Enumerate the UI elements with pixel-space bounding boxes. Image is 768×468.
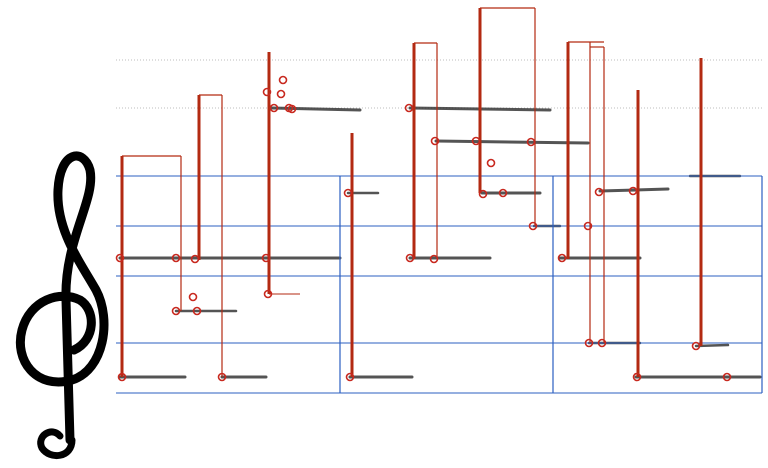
pitch-trace [270, 106, 362, 112]
pitch-trace [434, 139, 590, 145]
notehead [628, 186, 638, 196]
notehead [115, 253, 125, 263]
notehead [190, 254, 200, 264]
notehead [583, 221, 593, 231]
staff [116, 175, 762, 394]
notehead [486, 158, 496, 168]
notehead [632, 372, 642, 382]
notehead [405, 253, 415, 263]
notehead [262, 87, 272, 97]
notehead [263, 289, 273, 299]
notehead [430, 136, 440, 146]
notehead [278, 75, 288, 85]
notehead [269, 103, 279, 113]
notehead [597, 338, 607, 348]
notehead [343, 188, 353, 198]
notehead [528, 221, 538, 231]
notehead [557, 253, 567, 263]
notehead [594, 187, 604, 197]
notehead [171, 306, 181, 316]
pitch-traces [118, 106, 762, 379]
notehead [188, 292, 198, 302]
notehead [429, 254, 439, 264]
notehead [584, 338, 594, 348]
notehead [345, 372, 355, 382]
notehead [498, 188, 508, 198]
notehead [478, 189, 488, 199]
notehead [287, 104, 297, 114]
notehead [471, 136, 481, 146]
notehead [404, 103, 414, 113]
notehead [117, 372, 127, 382]
notehead [192, 306, 202, 316]
barlines [339, 176, 763, 393]
notehead [691, 341, 701, 351]
notes-layer [115, 7, 732, 382]
ledger-guides [116, 59, 762, 109]
notehead [261, 253, 271, 263]
treble-clef-icon [16, 151, 109, 459]
notehead [276, 89, 286, 99]
notehead [722, 372, 732, 382]
notehead [526, 137, 536, 147]
notehead [171, 253, 181, 263]
notehead [217, 372, 227, 382]
pitch-trace [598, 187, 670, 193]
